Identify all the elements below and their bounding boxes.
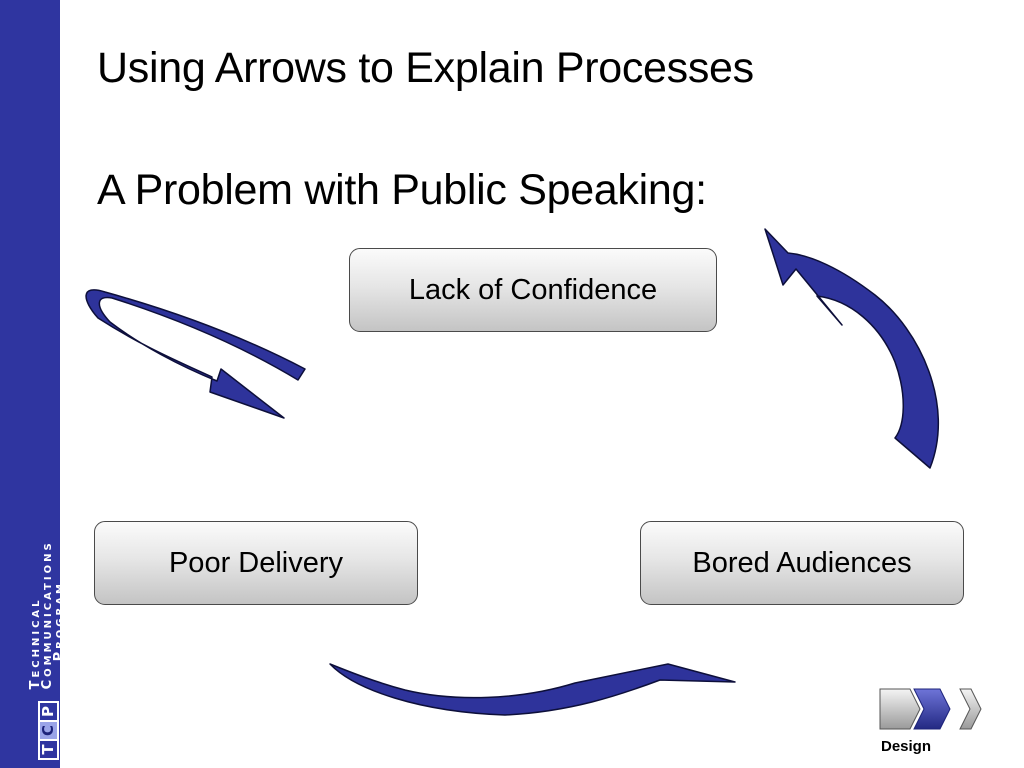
section-badge: Design bbox=[878, 686, 986, 760]
arrow-right-to-top bbox=[764, 228, 939, 469]
chevron-process-icon bbox=[879, 688, 982, 730]
slide-title: Using Arrows to Explain Processes bbox=[97, 44, 754, 92]
node-lack-of-confidence: Lack of Confidence bbox=[349, 248, 717, 332]
slide-subtitle: A Problem with Public Speaking: bbox=[97, 166, 707, 214]
arrow-top-to-left bbox=[85, 289, 306, 419]
section-label: Design bbox=[881, 738, 932, 755]
node-poor-delivery: Poor Delivery bbox=[94, 521, 418, 605]
arrow-left-to-right bbox=[329, 663, 736, 716]
sidebar-band: TCP TECHNICAL COMMUNICATIONS PROGRAM bbox=[0, 0, 67, 768]
node-bored-audiences: Bored Audiences bbox=[640, 521, 964, 605]
